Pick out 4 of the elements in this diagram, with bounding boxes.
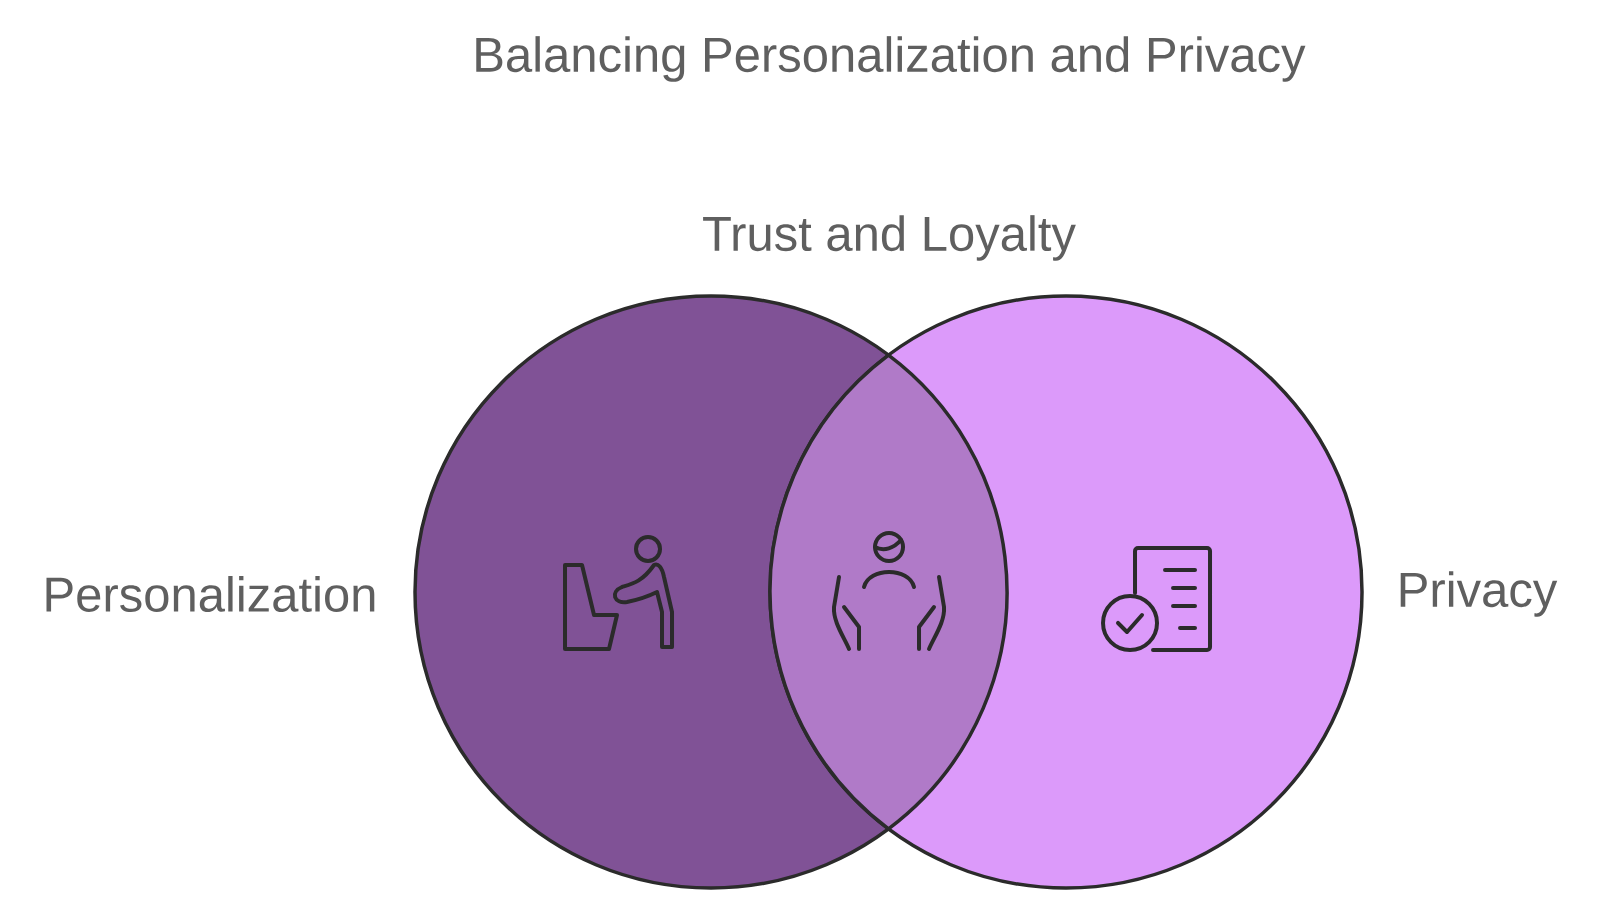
heading: Trust and Loyalty [703,215,1076,261]
heading: Personalization [46,576,375,612]
heading: Privacy [1400,571,1558,617]
title: Balancing Personalization and Privacy [476,36,1306,82]
